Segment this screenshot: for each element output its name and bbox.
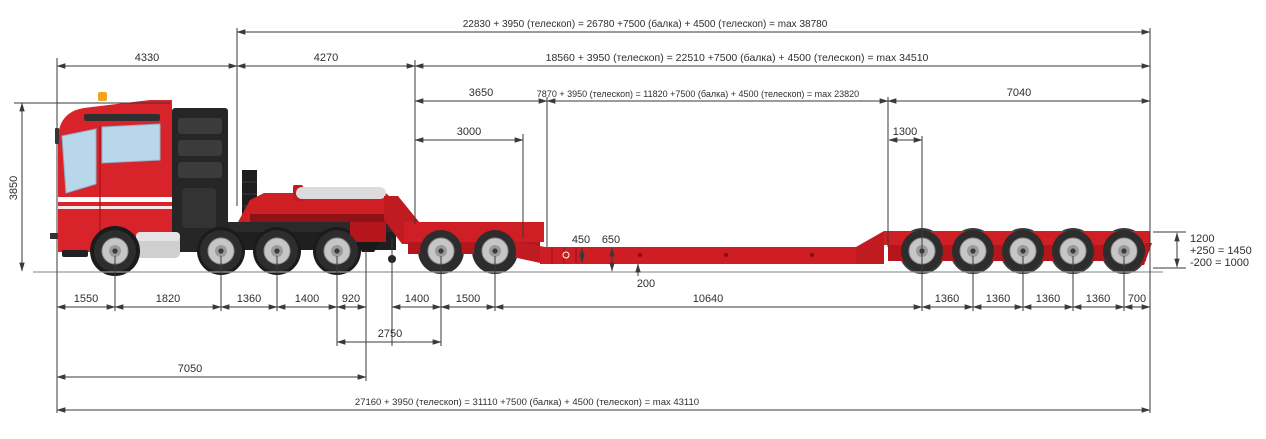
dim-label-700: 700 xyxy=(1128,293,1146,305)
dim-label-1550: 1550 xyxy=(74,293,98,305)
dim-3650: 3650 xyxy=(414,87,548,104)
dim-label-trailer-rear-total: 18560 + 3950 (телескоп) = 22510 +7500 (б… xyxy=(546,52,929,64)
dim-1300: 1300 xyxy=(888,126,923,143)
dim-label-4270: 4270 xyxy=(314,52,338,64)
dim-label-combination-total: 27160 + 3950 (телескоп) = 31110 +7500 (б… xyxy=(355,397,699,408)
dim-4270: 4270 xyxy=(236,52,416,69)
dim-chain-920: 920 xyxy=(336,293,367,310)
dim-label-rear-1360-4: 1360 xyxy=(1086,293,1110,305)
dim-2750: 2750 xyxy=(336,328,442,345)
dim-chain-1360: 1360 xyxy=(220,293,278,310)
dim-label-minus-200: -200 = 1000 xyxy=(1190,257,1249,269)
dim-chain-1400: 1400 xyxy=(276,293,338,310)
dim-label-10640: 10640 xyxy=(693,293,724,305)
dim-label-1400: 1400 xyxy=(295,293,319,305)
dim-label-2750: 2750 xyxy=(378,328,402,340)
dim-label-3650: 3650 xyxy=(469,87,493,99)
dim-deck-total: 7870 + 3950 (телескоп) = 11820 +7500 (ба… xyxy=(537,89,889,104)
dim-chain-1550: 1550 xyxy=(56,293,116,310)
dim-label-deck-total: 7870 + 3950 (телескоп) = 11820 +7500 (ба… xyxy=(537,89,859,99)
dim-chain-700: 700 xyxy=(1123,293,1151,310)
dim-truck-height-3850: 3850 xyxy=(8,102,25,272)
dim-label-1360: 1360 xyxy=(237,293,261,305)
dim-chain-rear-4: 1360 xyxy=(1072,293,1125,310)
dim-trailer-total: 22830 + 3950 (телескоп) = 26780 +7500 (б… xyxy=(236,18,1151,35)
dim-chain-1400b: 1400 xyxy=(391,293,442,310)
gooseneck-illustration xyxy=(238,170,424,263)
dim-chain-1500: 1500 xyxy=(440,293,496,310)
dim-trailer-rear-total: 18560 + 3950 (телескоп) = 22510 +7500 (б… xyxy=(414,52,1151,69)
dim-label-200: 200 xyxy=(637,278,655,290)
dim-label-1300: 1300 xyxy=(893,126,917,138)
dim-label-4330: 4330 xyxy=(135,52,159,64)
dim-label-3850: 3850 xyxy=(8,176,20,200)
dim-label-7040: 7040 xyxy=(1007,87,1031,99)
fifth-wheel-coupling xyxy=(356,242,380,252)
dim-label-920: 920 xyxy=(342,293,360,305)
sun-visor xyxy=(84,114,160,121)
dim-chain-rear-1: 1360 xyxy=(921,293,974,310)
extension-lines xyxy=(14,28,1186,413)
gooseneck-cylinder xyxy=(296,187,386,199)
dim-label-450: 450 xyxy=(572,234,590,246)
dim-label-rear-1360-2: 1360 xyxy=(986,293,1010,305)
dim-label-1500: 1500 xyxy=(456,293,480,305)
side-window xyxy=(101,123,161,164)
dim-chain-rear-2: 1360 xyxy=(972,293,1024,310)
beacon-light xyxy=(98,92,107,101)
dim-7040: 7040 xyxy=(887,87,1151,104)
dimensions: 22830 + 3950 (телескоп) = 26780 +7500 (б… xyxy=(8,18,1252,413)
dim-chain-10640: 10640 xyxy=(494,293,923,310)
dim-beam-450: 450 xyxy=(572,234,590,264)
dim-rear-deck-height: 1200 +250 = 1450 -200 = 1000 xyxy=(1174,232,1252,269)
dim-label-rear-1360-3: 1360 xyxy=(1036,293,1060,305)
dim-label-rear-1360-1: 1360 xyxy=(935,293,959,305)
low-deck-illustration xyxy=(508,240,884,264)
dim-deck-650: 650 xyxy=(602,234,620,272)
dim-label-650: 650 xyxy=(602,234,620,246)
dim-clearance-200: 200 xyxy=(635,263,655,290)
windshield xyxy=(61,128,97,194)
dim-label-1200: 1200 xyxy=(1190,233,1214,245)
dim-4330: 4330 xyxy=(56,52,238,69)
dim-3000: 3000 xyxy=(414,126,524,143)
dim-label-trailer-total: 22830 + 3950 (телескоп) = 26780 +7500 (б… xyxy=(463,18,828,30)
dim-combination-total: 27160 + 3950 (телескоп) = 31110 +7500 (б… xyxy=(56,397,1151,413)
dim-label-7050: 7050 xyxy=(178,363,202,375)
dim-chain-rear-3: 1360 xyxy=(1022,293,1074,310)
dim-label-1820: 1820 xyxy=(156,293,180,305)
dim-chain-1820: 1820 xyxy=(114,293,222,310)
dim-label-plus-250: +250 = 1450 xyxy=(1190,245,1252,257)
dim-7050: 7050 xyxy=(56,363,367,380)
dim-label-1400b: 1400 xyxy=(405,293,429,305)
dim-label-3000: 3000 xyxy=(457,126,481,138)
